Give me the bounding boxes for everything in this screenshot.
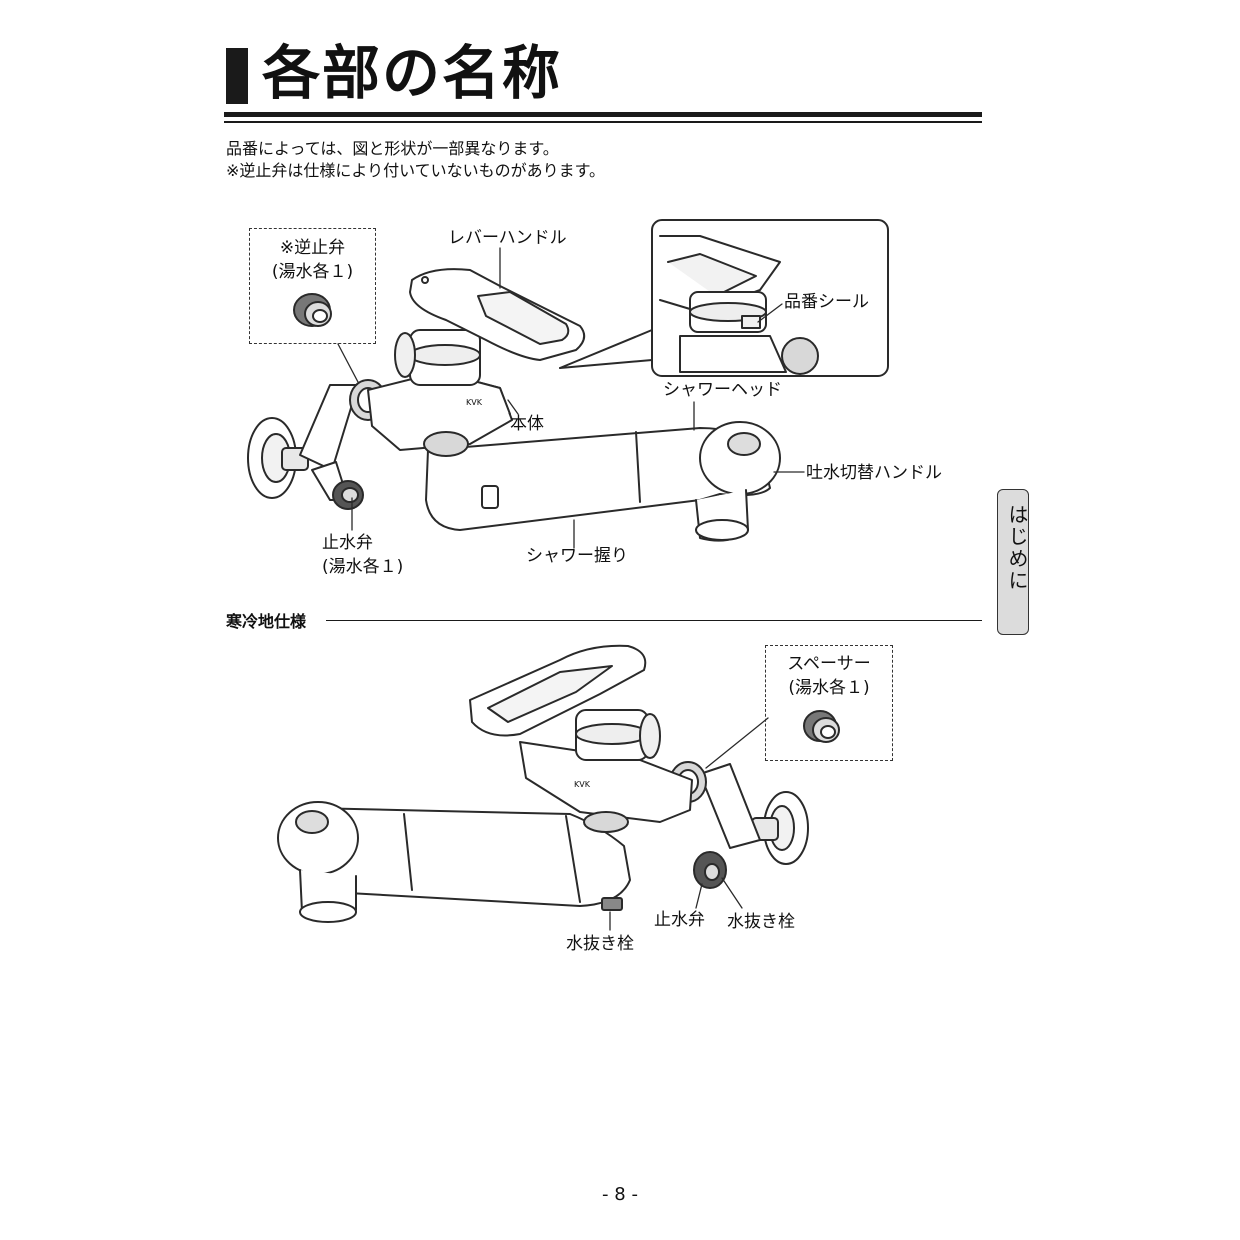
switch-handle-label: 吐水切替ハンドル: [806, 463, 942, 483]
note-line-2: ※逆止弁は仕様により付いていないものがあります。: [226, 161, 606, 180]
section-rule: [326, 620, 982, 621]
body-label: 本体: [510, 414, 544, 434]
title-accent-bar: [226, 48, 248, 104]
page-title: 各部の名称: [262, 39, 563, 107]
check-valve-label-1: ※逆止弁: [279, 238, 346, 258]
side-tab-label: はじめに: [1005, 504, 1029, 592]
brand-mark-bottom: KVK: [574, 780, 590, 789]
check-valve-label-2: (湯水各１): [271, 262, 354, 282]
note-line-1: 品番によっては、図と形状が一部異なります。: [226, 139, 559, 158]
stop-valve-label-2: (湯水各１): [322, 557, 404, 577]
shower-grip-label: シャワー握り: [526, 546, 628, 566]
bottom-faucet-drawing: [277, 644, 809, 923]
title-rule-thick: [224, 112, 982, 117]
spacer-label-2: (湯水各１): [788, 678, 870, 698]
check-valve-box: [249, 228, 376, 344]
top-faucet-drawing: [247, 268, 781, 542]
lever-handle-label: レバーハンドル: [448, 228, 567, 248]
brand-mark-top: KVK: [466, 398, 482, 407]
page-number: - 8 -: [602, 1184, 638, 1205]
stop-valve-bottom-label: 止水弁: [654, 910, 705, 930]
side-tab-introduction[interactable]: はじめに: [997, 489, 1029, 635]
drain-plug-right-label: 水抜き栓: [727, 912, 795, 932]
model-seal-inset: [559, 219, 889, 377]
shower-head-label: シャワーヘッド: [663, 380, 782, 400]
title-rule-thin: [224, 121, 982, 123]
spacer-label-1: スペーサー: [787, 654, 871, 674]
spacer-box: [765, 645, 893, 761]
drain-plug-bottom-label: 水抜き栓: [566, 934, 634, 954]
check-valve-part: [293, 293, 332, 327]
stop-valve-label-1: 止水弁: [322, 533, 373, 553]
section-title: 寒冷地仕様: [226, 612, 307, 631]
model-seal-label: 品番シール: [784, 292, 869, 312]
seal-sticker-shape: [741, 315, 761, 329]
spacer-part: [803, 710, 840, 743]
